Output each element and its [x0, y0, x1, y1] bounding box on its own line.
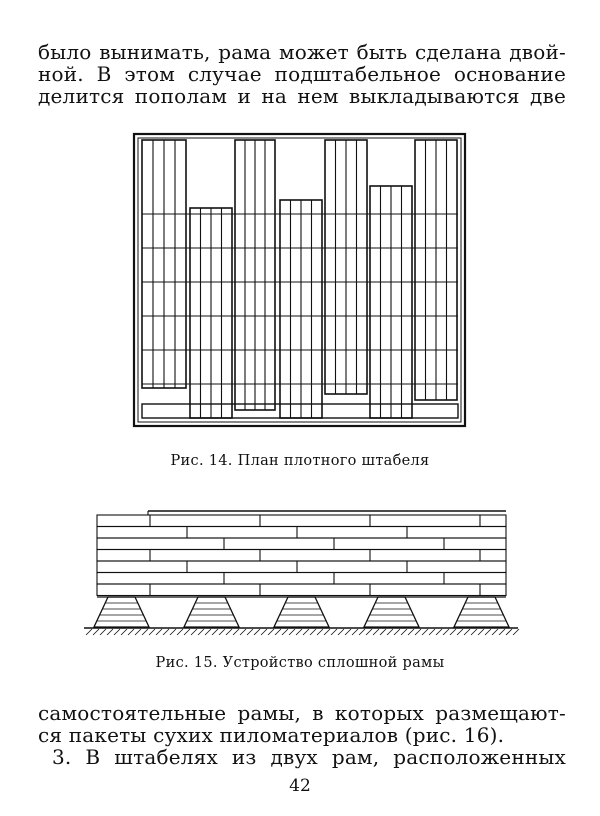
ground-hatch: [498, 628, 506, 636]
ground-hatch: [393, 628, 401, 636]
ground-hatch: [106, 628, 114, 636]
ground-hatch: [484, 628, 492, 636]
ground-hatch: [197, 628, 205, 636]
ground-hatch: [211, 628, 219, 636]
ground-hatch: [414, 628, 422, 636]
ground-hatch: [155, 628, 163, 636]
ground-hatch: [176, 628, 184, 636]
board-layer: [96, 548, 507, 562]
ground-hatch: [113, 628, 121, 636]
ground-hatch: [232, 628, 240, 636]
ground-hatch: [463, 628, 471, 636]
board-layer: [96, 571, 507, 585]
ground-hatch: [302, 628, 310, 636]
board-layer: [96, 583, 507, 597]
ground-hatch: [407, 628, 415, 636]
board-layer: [96, 537, 507, 551]
ground-hatch: [246, 628, 254, 636]
ground-hatch: [309, 628, 317, 636]
ground-hatch: [323, 628, 331, 636]
text-line: 3. В штабелях из двух рам, расположенных: [52, 745, 566, 769]
ground-hatch: [351, 628, 359, 636]
paragraph-bottom: самостоятельные рамы, в которых размещаю…: [38, 702, 566, 768]
ground-hatch: [281, 628, 289, 636]
ground-hatch: [372, 628, 380, 636]
page-number: 42: [289, 776, 311, 796]
ground-hatch: [267, 628, 275, 636]
ground-hatch: [85, 628, 93, 636]
ground-hatch: [344, 628, 352, 636]
board-layer: [96, 514, 507, 528]
ground-hatch: [260, 628, 268, 636]
board-layer: [96, 560, 507, 574]
text-line: ся пакеты сухих пиломатериалов (рис. 16)…: [38, 723, 505, 747]
ground-hatch: [239, 628, 247, 636]
ground-hatch: [337, 628, 345, 636]
ground-hatch: [379, 628, 387, 636]
frame-support: [182, 596, 241, 628]
frame-support: [92, 596, 151, 628]
ground-hatch: [92, 628, 100, 636]
ground-hatch: [141, 628, 149, 636]
ground-hatch: [386, 628, 394, 636]
ground-hatch: [330, 628, 338, 636]
ground-hatch: [288, 628, 296, 636]
ground-hatch: [274, 628, 282, 636]
frame-support: [272, 596, 331, 628]
ground-hatch: [253, 628, 261, 636]
ground-hatch: [442, 628, 450, 636]
ground-hatch: [491, 628, 499, 636]
ground-hatch: [456, 628, 464, 636]
ground-hatch: [512, 628, 520, 636]
board-layer: [96, 525, 507, 539]
ground-hatch: [169, 628, 177, 636]
bottom-rail: [141, 403, 459, 419]
text-line: самостоятельные рамы, в которых размещаю…: [38, 701, 566, 725]
ground-hatch: [127, 628, 135, 636]
figure-14-caption: Рис. 14. План плотного штабеля: [170, 453, 430, 469]
ground-hatch: [204, 628, 212, 636]
ground-hatch: [470, 628, 478, 636]
ground-hatch: [449, 628, 457, 636]
ground-hatch: [162, 628, 170, 636]
ground-hatch: [148, 628, 156, 636]
ground-hatch: [225, 628, 233, 636]
ground-hatch: [505, 628, 513, 636]
ground-hatch: [134, 628, 142, 636]
text-line: было вынимать, рама может быть сделана д…: [38, 40, 566, 64]
frame-support: [362, 596, 421, 628]
ground-hatch: [428, 628, 436, 636]
text-line: ной. В этом случае подштабельное основан…: [38, 62, 566, 86]
paragraph-top: было вынимать, рама может быть сделана д…: [38, 41, 566, 107]
ground-hatch: [365, 628, 373, 636]
ground-hatch: [435, 628, 443, 636]
ground-hatch: [421, 628, 429, 636]
ground-hatch: [400, 628, 408, 636]
figure-15-caption: Рис. 15. Устройство сплошной рамы: [155, 655, 445, 671]
ground-hatch: [295, 628, 303, 636]
ground-hatch: [358, 628, 366, 636]
ground-hatch: [316, 628, 324, 636]
ground-hatch: [99, 628, 107, 636]
ground-hatch: [477, 628, 485, 636]
text-line: делится пополам и на нем выкладываются д…: [38, 84, 566, 108]
ground-hatch: [183, 628, 191, 636]
ground-hatch: [190, 628, 198, 636]
frame-support: [452, 596, 511, 628]
ground-hatch: [218, 628, 226, 636]
ground-hatch: [120, 628, 128, 636]
